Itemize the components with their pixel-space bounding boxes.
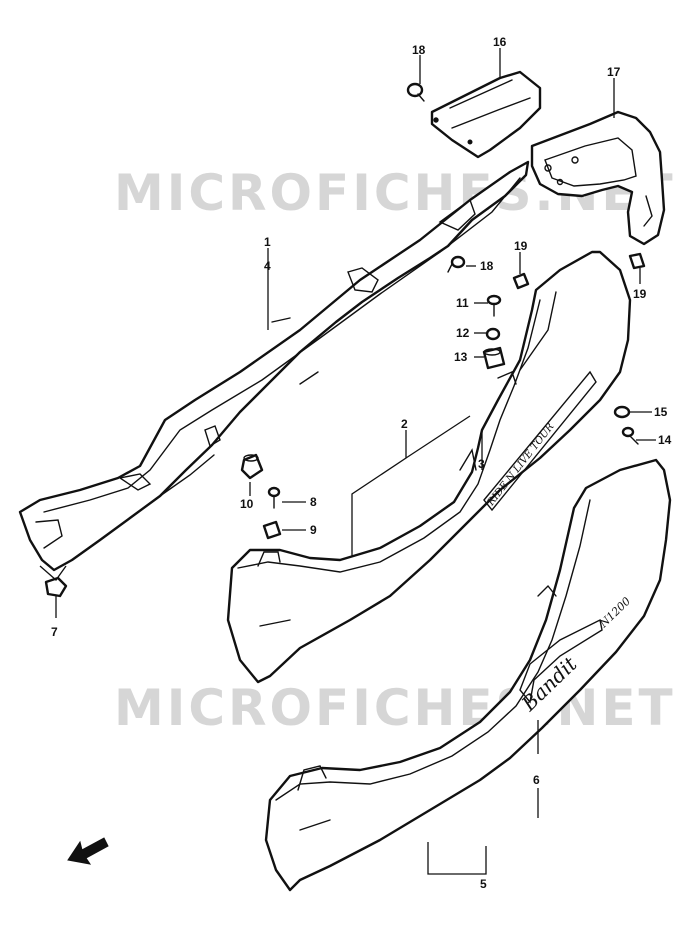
part-16-rear-cover — [430, 70, 542, 159]
part-13-cushion — [482, 346, 506, 370]
callout-17: 17 — [607, 65, 621, 79]
part-10-cushion — [240, 453, 264, 480]
part-8-bolt — [267, 486, 281, 509]
callout-11: 11 — [456, 296, 469, 310]
leader-lines — [39, 48, 656, 875]
front-arrow-icon — [67, 837, 109, 865]
part-11-bolt — [486, 294, 502, 317]
callout-7: 7 — [51, 625, 58, 639]
part-17-tail-cowl — [530, 110, 666, 246]
callout-10: 10 — [240, 497, 254, 511]
part-15-washer — [613, 405, 631, 419]
watermark-bottom: MICROFICHES.NET — [114, 679, 676, 737]
callout-15: 15 — [654, 405, 668, 419]
part-18-bolt-mid — [447, 255, 466, 273]
callout-18-top: 18 — [412, 43, 426, 57]
callout-1: 1 — [264, 235, 271, 249]
callout-9: 9 — [310, 523, 317, 537]
callout-14: 14 — [658, 433, 672, 447]
callout-19-right: 19 — [633, 287, 647, 301]
part-7-grommet — [44, 576, 68, 598]
callout-6: 6 — [533, 773, 540, 787]
callout-19-mid: 19 — [514, 239, 528, 253]
part-5-lower-side-panel: Bandit N1200 — [264, 458, 672, 892]
callout-4: 4 — [264, 259, 271, 273]
callout-5: 5 — [480, 877, 487, 891]
callout-8: 8 — [310, 495, 317, 509]
part-18-bolt-top — [406, 82, 425, 102]
callout-12: 12 — [456, 326, 470, 340]
part-1-frame-cover — [18, 160, 530, 572]
callout-labels: 18 16 17 1 4 18 19 19 11 12 13 15 14 2 3… — [51, 35, 672, 891]
part-12-washer — [485, 327, 501, 341]
part-9-washer — [262, 520, 282, 540]
part-19-clip-right — [628, 252, 646, 270]
callout-13: 13 — [454, 350, 468, 364]
callout-2: 2 — [401, 417, 408, 431]
callout-3: 3 — [478, 457, 485, 471]
part-19-clip-mid — [512, 272, 530, 290]
callout-16: 16 — [493, 35, 507, 49]
callout-18-mid: 18 — [480, 259, 494, 273]
part-14-screw — [621, 426, 639, 445]
